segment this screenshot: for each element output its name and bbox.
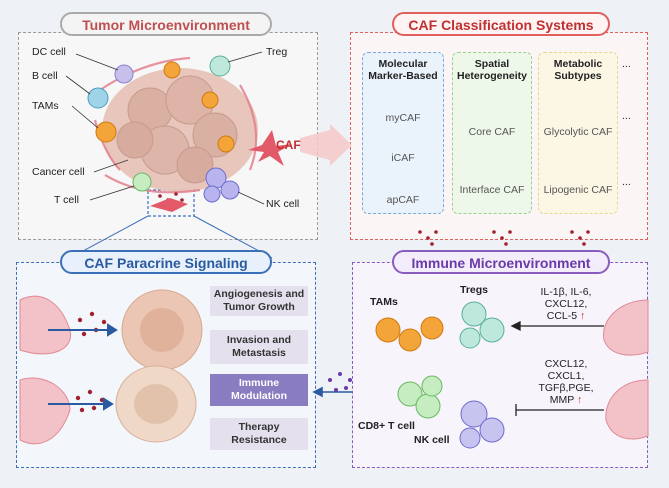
immune-tregs-label: Tregs [460, 284, 489, 296]
interface-caf-label: Interface CAF [459, 184, 525, 196]
b-cell-label: B cell [32, 70, 58, 82]
apcaf-label: apCAF [386, 194, 420, 206]
ellipsis-2: ... [622, 110, 631, 122]
paracrine-arrows [48, 323, 118, 411]
paracrine-fibroblasts [19, 295, 72, 445]
immune-fibroblasts [603, 299, 649, 440]
glycolytic-caf-label: Glycolytic CAF [543, 126, 613, 138]
paracrine-immune-arrow [312, 386, 352, 398]
dc-cell-label: DC cell [32, 46, 66, 58]
spatial-heterogeneity-column [452, 52, 532, 214]
factors-bottom: CXCL12, CXCL1, TGFβ,PGE, MMP ↑ [538, 358, 594, 406]
secretion-dots-top [418, 230, 590, 246]
caf-classification-title: CAF Classification Systems [392, 12, 610, 36]
tumor-mass [102, 68, 258, 192]
secretion-dots-paracrine [75, 311, 107, 413]
molecular-marker-column [362, 52, 444, 214]
secretion-dots-immune [328, 372, 352, 392]
dc-cell-icon [114, 64, 134, 84]
nk-cell-label: NK cell [266, 198, 300, 210]
tams-label: TAMs [32, 100, 59, 112]
t-cell-icon [132, 172, 152, 192]
factors-top: IL-1β, IL-6, CXCL12, CCL-5 ↑ [540, 286, 592, 322]
caf-label: CAF [276, 138, 301, 152]
metabolic-subtypes-column [538, 52, 618, 214]
immune-nk [459, 400, 505, 449]
cd8-label: CD8+ T cell [358, 420, 415, 432]
core-caf-label: Core CAF [468, 126, 516, 138]
immune-tams [375, 316, 444, 352]
ellipsis-3: ... [622, 176, 631, 188]
lipogenic-caf-label: Lipogenic CAF [543, 184, 613, 196]
caf-strands [93, 56, 258, 194]
immune-nk-label: NK cell [414, 434, 450, 446]
mycaf-label: myCAF [385, 112, 421, 124]
tam-icon [95, 121, 117, 143]
cancer-cell-label: Cancer cell [32, 166, 85, 178]
t-cell-label: T cell [54, 194, 79, 206]
paracrine-title: CAF Paracrine Signaling [60, 250, 272, 274]
paracrine-cancer-cells [115, 289, 203, 443]
tme-title: Tumor Microenvironment [60, 12, 272, 36]
immune-tams-label: TAMs [370, 296, 398, 308]
icaf-label: iCAF [391, 152, 415, 164]
immune-arrows [510, 320, 604, 416]
ellipsis-1: ... [622, 58, 631, 70]
caf-cell-icon [248, 130, 292, 166]
immune-tregs [459, 301, 505, 349]
treg-label: Treg [266, 46, 288, 58]
caf-to-classification-arrow [300, 124, 352, 166]
treg-icon [209, 55, 231, 77]
b-cell-icon [87, 87, 109, 109]
immune-cd8 [397, 375, 443, 419]
immune-title: Immune Microenvironment [392, 250, 610, 274]
